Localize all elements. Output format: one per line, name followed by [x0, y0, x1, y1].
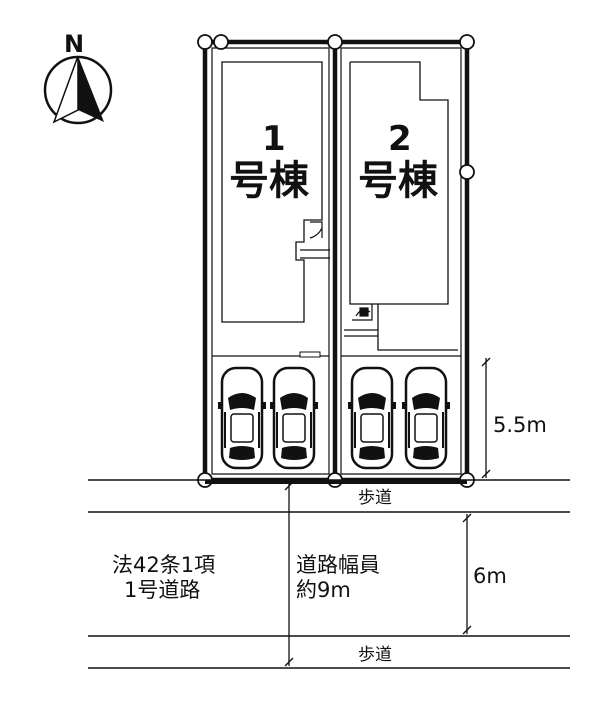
- compass-label: N: [64, 30, 84, 58]
- carriageway-dimension-line: [462, 513, 472, 635]
- north-arrow-icon: [43, 55, 113, 125]
- parking-depth-dimension-line: [481, 357, 491, 479]
- car-icon: [216, 366, 268, 470]
- lot-1-number: 1: [262, 119, 286, 159]
- building-1-footprint: [221, 61, 323, 323]
- road-width-dimension-line: [284, 481, 294, 667]
- lot-2-label: 号棟: [358, 158, 439, 204]
- sidewalk-top-label: 歩道: [358, 488, 392, 508]
- road-classification-line1: 法42条1項: [112, 553, 215, 577]
- carriageway-width-label: 6m: [473, 564, 507, 588]
- door-icon: [344, 304, 378, 337]
- car-icon: [346, 366, 398, 470]
- lot-1-label: 号棟: [229, 158, 310, 204]
- building-2-footprint: [349, 61, 458, 351]
- lot-2-number: 2: [388, 119, 412, 159]
- road-width-line1: 道路幅員: [296, 553, 380, 577]
- road-classification-line2: 1号道路: [124, 578, 200, 602]
- car-icon: [268, 366, 320, 470]
- road-width-line2: 約9m: [296, 578, 351, 602]
- boundary-markers: [197, 34, 475, 488]
- sidewalk-bottom-label: 歩道: [358, 645, 392, 665]
- parking-depth-label: 5.5m: [493, 413, 547, 437]
- door-icon: [300, 221, 330, 259]
- car-icon: [400, 366, 452, 470]
